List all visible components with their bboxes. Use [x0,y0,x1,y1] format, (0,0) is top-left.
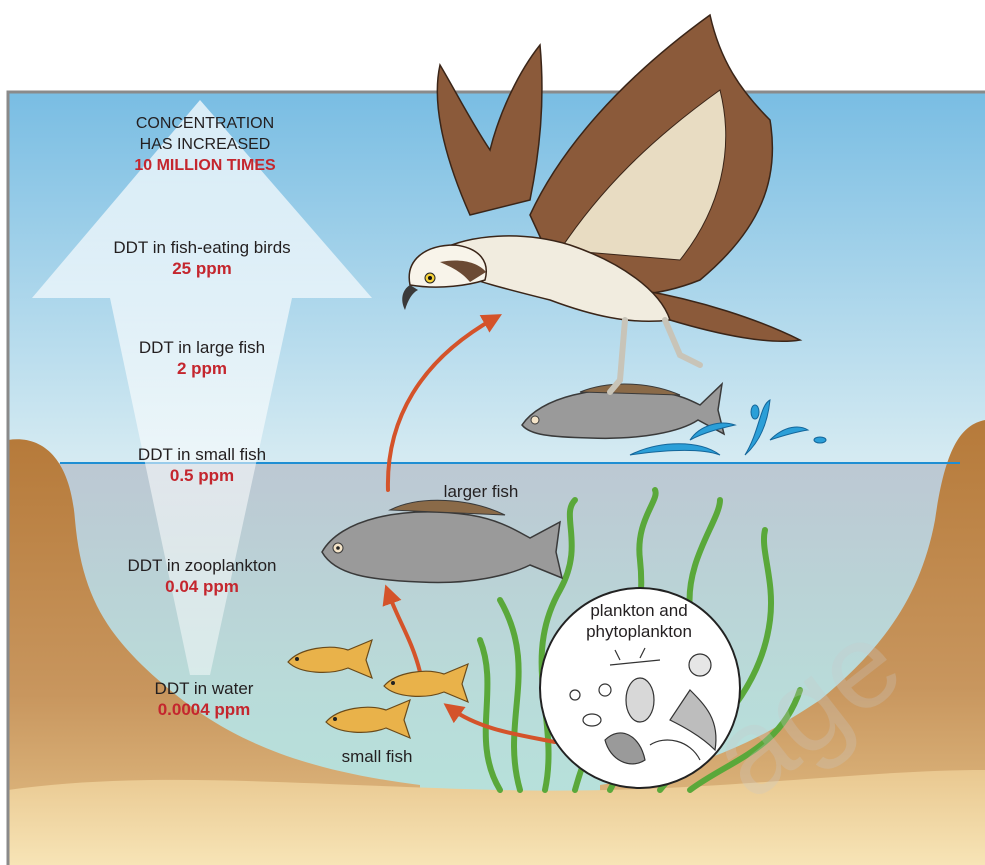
level-zooplankton: DDT in zooplankton 0.04 ppm [128,555,277,597]
plankton-label-line-1: plankton and [586,600,692,621]
headline-line-2: HAS INCREASED [134,134,275,155]
small-fish-label: small fish [342,746,413,767]
level-label: DDT in zooplankton [128,555,277,576]
level-label: DDT in large fish [139,337,265,358]
level-birds: DDT in fish-eating birds 25 ppm [113,237,290,279]
headline-accent: 10 MILLION TIMES [134,155,275,176]
larger-fish-label: larger fish [444,481,519,502]
level-value: 2 ppm [139,358,265,379]
headline-line-1: CONCENTRATION [134,113,275,134]
level-value: 0.0004 ppm [155,699,254,720]
level-label: DDT in small fish [138,444,266,465]
plankton-label: plankton and phytoplankton [586,600,692,642]
level-small-fish: DDT in small fish 0.5 ppm [138,444,266,486]
level-value: 0.04 ppm [128,576,277,597]
level-water: DDT in water 0.0004 ppm [155,678,254,720]
plankton-label-line-2: phytoplankton [586,621,692,642]
level-value: 0.5 ppm [138,465,266,486]
level-label: DDT in fish-eating birds [113,237,290,258]
concentration-headline: CONCENTRATION HAS INCREASED 10 MILLION T… [134,113,275,176]
level-value: 25 ppm [113,258,290,279]
level-label: DDT in water [155,678,254,699]
level-large-fish: DDT in large fish 2 ppm [139,337,265,379]
